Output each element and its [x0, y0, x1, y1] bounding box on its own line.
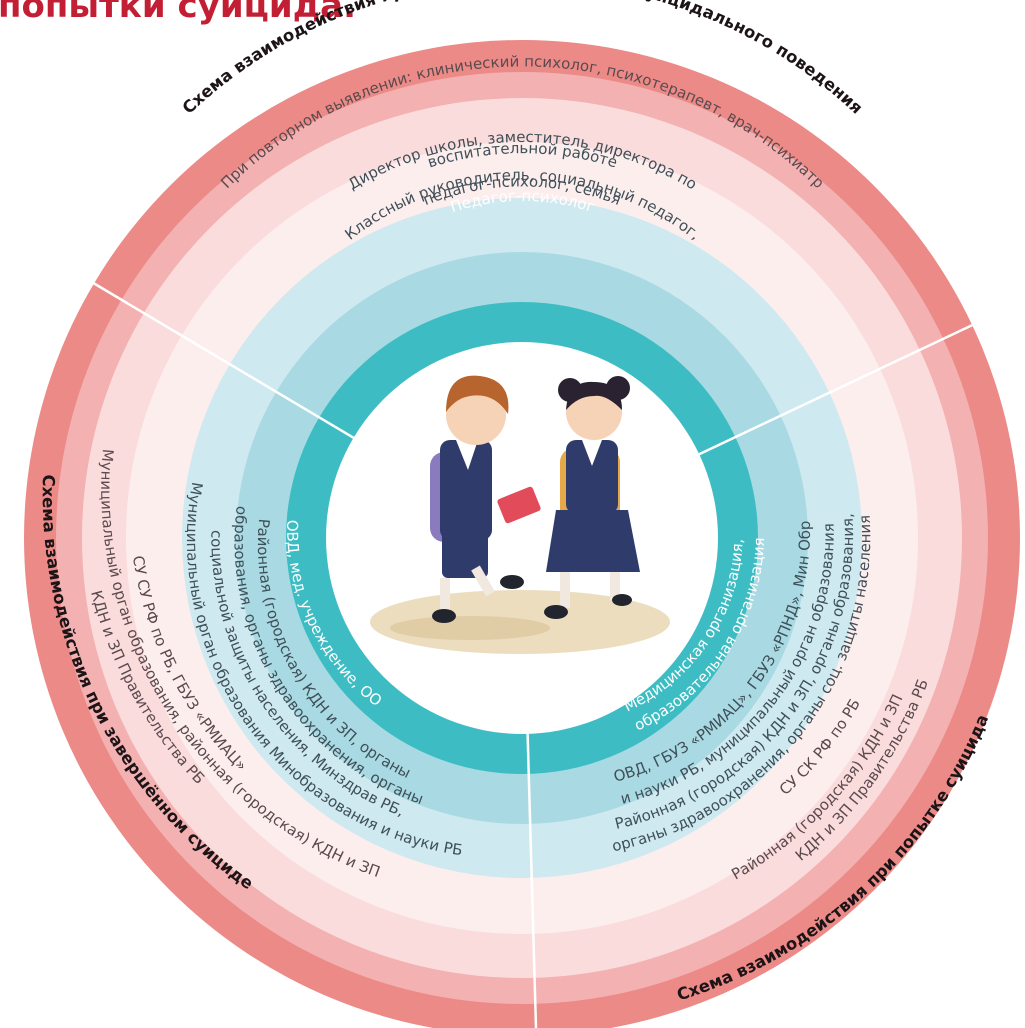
page-title: попытки суицида.: [0, 0, 357, 26]
schoolchildren-illustration: [370, 375, 670, 654]
boy-figure: [430, 375, 541, 623]
girl-figure: [544, 376, 640, 619]
center-cover: [328, 344, 716, 732]
